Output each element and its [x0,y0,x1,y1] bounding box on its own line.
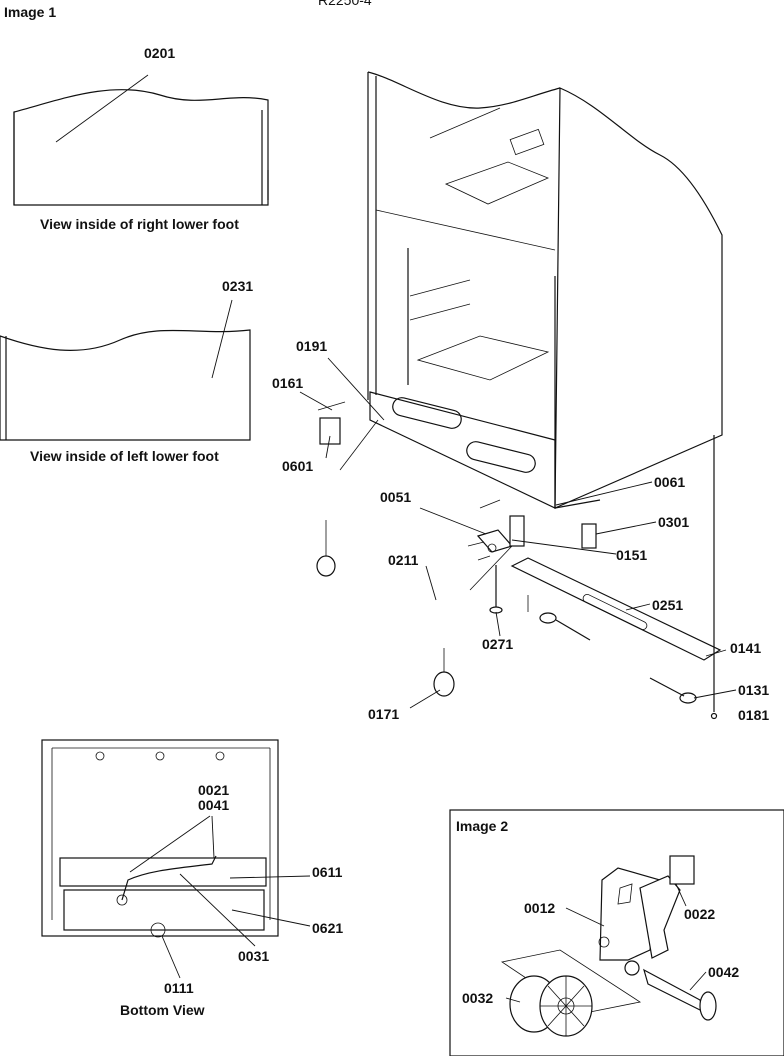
part-label-0022: 0022 [684,906,716,922]
part-label-0611: 0611 [312,864,343,880]
right-foot-view [13,74,269,206]
part-label-0141: 0141 [730,640,762,656]
part-label-0042: 0042 [708,964,740,980]
part-label-0301: 0301 [658,514,690,530]
part-label-0601: 0601 [282,458,314,474]
image2-inset [449,809,784,1057]
part-label-0151: 0151 [616,547,648,563]
part-label-0111: 0111 [164,980,194,996]
left-foot-view [0,299,251,441]
part-label-0231: 0231 [222,278,254,294]
caption-right-foot: View inside of right lower foot [40,216,239,232]
part-label-0271: 0271 [482,636,514,652]
caption-left-foot: View inside of left lower foot [30,448,219,464]
part-label-0251: 0251 [652,597,684,613]
part-label-0131: 0131 [738,682,770,698]
part-label-0181: 0181 [738,707,770,723]
bottom-view [41,739,311,979]
cabinet-assembly [367,71,723,509]
image2-title: Image 2 [456,818,509,834]
part-label-0161: 0161 [272,375,304,391]
part-label-0021: 0021 [198,782,230,798]
part-label-0191: 0191 [296,338,328,354]
part-label-0031: 0031 [238,948,270,964]
part-label-0621: 0621 [312,920,344,936]
part-label-0012: 0012 [524,900,556,916]
part-label-0032: 0032 [462,990,494,1006]
leader-lines [299,357,737,709]
bracket-0601 [319,417,341,445]
image1-title: Image 1 [4,4,57,20]
part-label-0061: 0061 [654,474,686,490]
caption-bottom-view: Bottom View [120,1002,205,1018]
exploded-hardware [316,401,722,720]
part-label-0201: 0201 [144,45,176,61]
part-label-0051: 0051 [380,489,412,505]
header-fragment: R2250-4 [318,0,372,8]
part-label-0171: 0171 [368,706,400,722]
part-label-0211: 0211 [388,552,419,568]
part-label-0041: 0041 [198,797,230,813]
